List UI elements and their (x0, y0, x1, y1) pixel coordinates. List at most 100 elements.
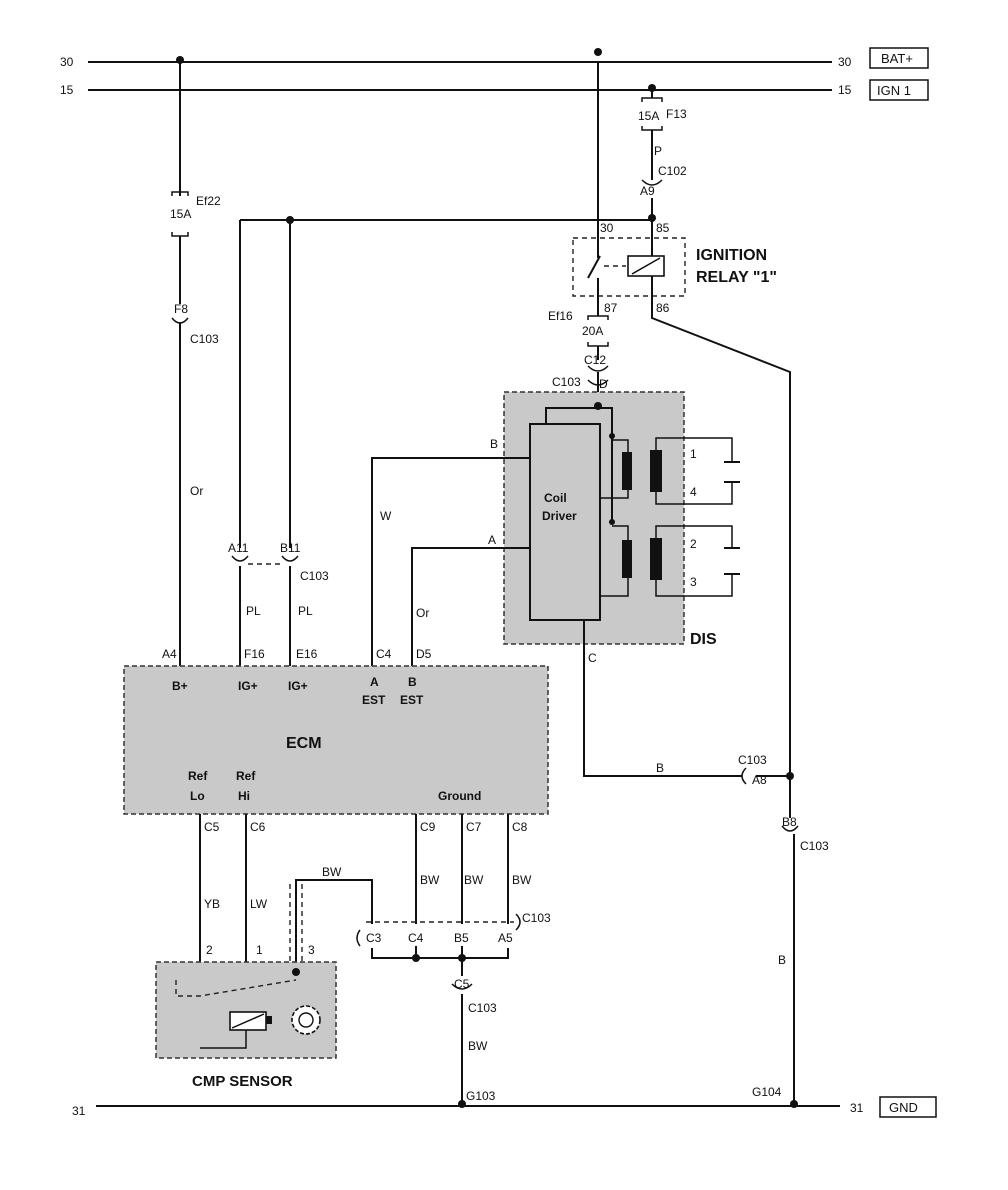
conn-c103-f8: C103 (190, 332, 219, 346)
fuse-ef22-amp: 15A (170, 207, 191, 221)
dis-plug-4: 4 (690, 485, 697, 499)
circuit-f13: 15A F13 P C102 A9 (638, 84, 687, 240)
relay-title-1: IGNITION (696, 247, 767, 264)
circuit-dis-ground: C B C103 A8 B8 C103 B G104 (583, 644, 829, 1108)
cmp-pin-3: 3 (308, 943, 315, 957)
conn-c103-bottom: C103 (522, 911, 551, 925)
dis-coil-driver-2: Driver (542, 509, 577, 523)
dis-pin-d: D (599, 377, 608, 391)
ecm-pin-c6: C6 (250, 820, 266, 834)
circuit-est: W Or C4 D5 (371, 457, 506, 668)
wire-pl-1: PL (246, 604, 261, 618)
ecm-module: B+ IG+ IG+ A EST B EST ECM Ref Lo Ref Hi… (123, 665, 549, 815)
dis-module: 1 4 2 3 Coil Driver DIS B A (488, 391, 740, 648)
conn-c103-a8: C103 (738, 753, 767, 767)
fuse-f13-name: F13 (666, 107, 687, 121)
conn-c4: C4 (408, 931, 424, 945)
rail-bat-num-right: 30 (838, 55, 852, 69)
rail-bat-num-left: 30 (60, 55, 74, 69)
dis-pin-b: B (490, 437, 498, 451)
wire-bw-shield: BW (322, 865, 342, 879)
cmp-gear-icon (291, 1005, 321, 1035)
ecm-ig-plus-2: IG+ (288, 679, 308, 693)
rail-gnd-label: GND (889, 1100, 918, 1115)
ecm-ground: Ground (438, 789, 481, 803)
ecm-pin-c8: C8 (512, 820, 528, 834)
rail-gnd-num-left: 31 (72, 1104, 86, 1118)
dis-pin-c: C (588, 651, 597, 665)
conn-c103-b8: C103 (800, 839, 829, 853)
dis-coil-driver-1: Coil (544, 491, 567, 505)
relay-pin-86: 86 (656, 301, 670, 315)
relay-title-2: RELAY "1" (696, 269, 777, 286)
ecm-pin-c7: C7 (466, 820, 482, 834)
dis-plug-1: 1 (690, 447, 697, 461)
ecm-pin-c9: C9 (420, 820, 436, 834)
wire-bw-3: BW (512, 873, 532, 887)
wire-bw-4: BW (468, 1039, 488, 1053)
wire-bw-2: BW (464, 873, 484, 887)
wire-b-2: B (778, 953, 786, 967)
ecm-pin-f16: F16 (244, 647, 265, 661)
ecm-pin-e16: E16 (296, 647, 318, 661)
rail-bat-label: BAT+ (881, 51, 913, 66)
wire-w: W (380, 509, 392, 523)
ecm-est-a-sub: EST (362, 693, 386, 707)
wire-lw: LW (250, 897, 268, 911)
circuit-ef22: 15A Ef22 F8 C103 Or A4 (162, 56, 221, 668)
cmp-pin-1: 1 (256, 943, 263, 957)
conn-g104: G104 (752, 1085, 782, 1099)
ecm-pin-c5: C5 (204, 820, 220, 834)
ecm-ig-plus-1: IG+ (238, 679, 258, 693)
ecm-pin-c4: C4 (376, 647, 392, 661)
conn-a9: A9 (640, 184, 655, 198)
wire-pl-2: PL (298, 604, 313, 618)
conn-b11: B11 (280, 541, 301, 555)
fuse-ef16-name: Ef16 (548, 309, 573, 323)
wire-yb: YB (204, 897, 220, 911)
ecm-ref-hi-2: Hi (238, 789, 250, 803)
ecm-bottom-wiring: C5 C6 C9 C7 C8 YB LW BW BW BW C3 C4 B5 A… (199, 814, 551, 1108)
cmp-label: CMP SENSOR (192, 1073, 293, 1090)
conn-b8: B8 (782, 815, 797, 829)
conn-c5: C5 (454, 977, 470, 991)
conn-c3: C3 (366, 931, 382, 945)
conn-a5: A5 (498, 931, 513, 945)
conn-c12: C12 (584, 353, 606, 367)
cmp-sensor: 2 1 3 CMP SENSOR (155, 943, 337, 1090)
conn-c103-b11: C103 (300, 569, 329, 583)
rail-gnd-num-right: 31 (850, 1101, 864, 1115)
wire-or-1: Or (190, 484, 203, 498)
ecm-est-b: B (408, 675, 417, 689)
ecm-label: ECM (286, 735, 322, 752)
ecm-pin-a4: A4 (162, 647, 177, 661)
rail-ign-label: IGN 1 (877, 83, 911, 98)
ecm-ref-lo-2: Lo (190, 789, 205, 803)
relay-pin-30: 30 (600, 221, 614, 235)
rail-ign-num-right: 15 (838, 83, 852, 97)
dis-plug-3: 3 (690, 575, 697, 589)
wire-bw-1: BW (420, 873, 440, 887)
relay-pin-85: 85 (656, 221, 670, 235)
ecm-est-a: A (370, 675, 379, 689)
wire-or-2: Or (416, 606, 429, 620)
ecm-est-b-sub: EST (400, 693, 424, 707)
dis-pin-a: A (488, 533, 496, 547)
conn-c102: C102 (658, 164, 687, 178)
rail-ign: 15 15 IGN 1 (60, 79, 929, 101)
wire-p: P (654, 144, 662, 158)
conn-c103-dis: C103 (552, 375, 581, 389)
ignition-relay: 30 85 IGNITION RELAY "1" 87 86 (572, 48, 791, 818)
circuit-ig-feed: A11 B11 C103 PL PL F16 E16 (228, 214, 656, 668)
conn-b5: B5 (454, 931, 469, 945)
dis-plug-2: 2 (690, 537, 697, 551)
ecm-ref-hi-1: Ref (236, 769, 256, 783)
fuse-f13-amp: 15A (638, 109, 659, 123)
fuse-ef16-amp: 20A (582, 324, 603, 338)
dis-label: DIS (690, 631, 717, 648)
conn-g103: G103 (466, 1089, 496, 1103)
ecm-pin-d5: D5 (416, 647, 432, 661)
relay-pin-87: 87 (604, 301, 618, 315)
ecm-b-plus: B+ (172, 679, 188, 693)
